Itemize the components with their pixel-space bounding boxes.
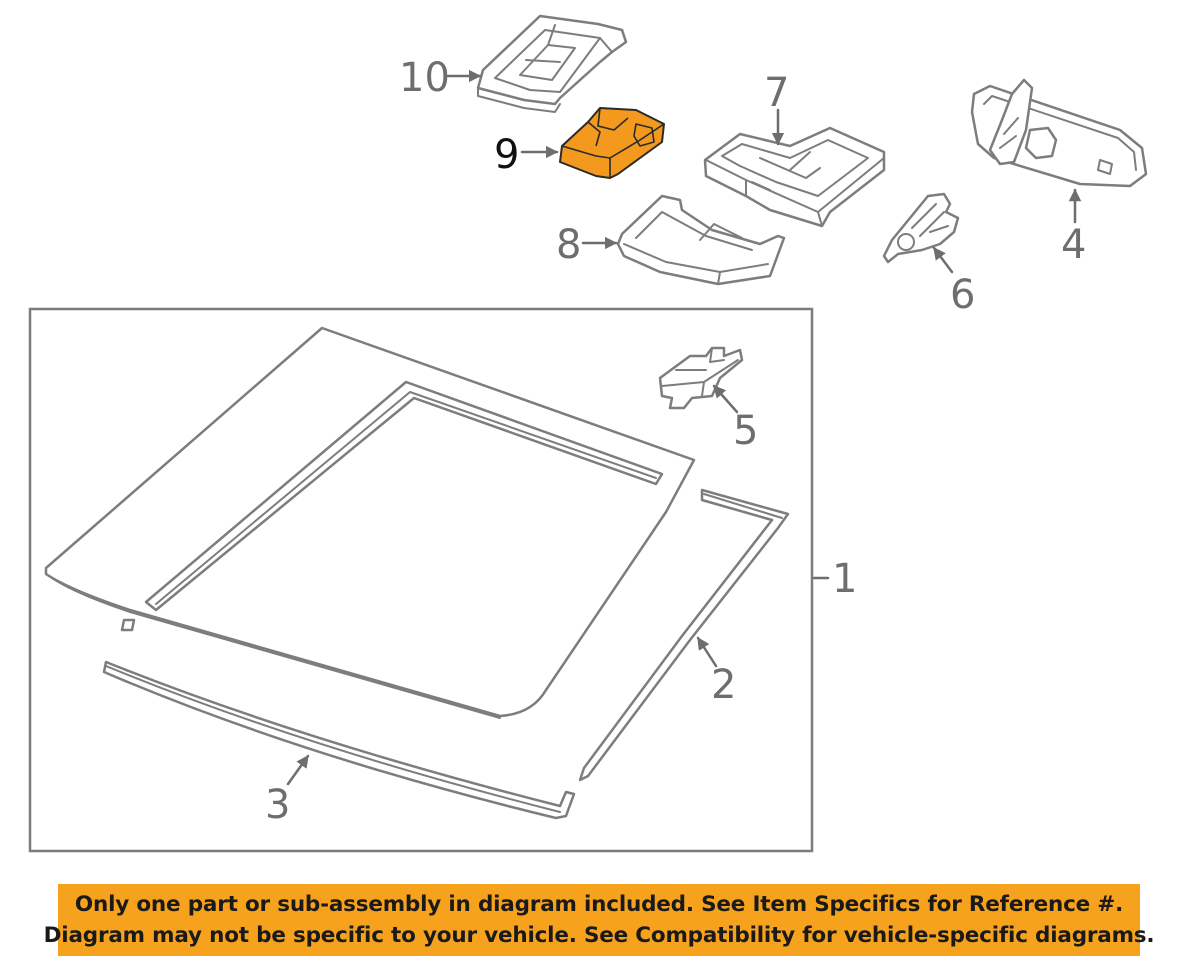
leader-5 bbox=[712, 384, 739, 414]
disclaimer-line-2: Diagram may not be specific to your vehi… bbox=[43, 923, 1155, 948]
callout-10: 10 bbox=[399, 55, 450, 101]
part-2-side-molding bbox=[578, 488, 790, 782]
callout-labels: 10 9 7 8 6 4 5 1 2 3 bbox=[265, 55, 1086, 828]
callout-3: 3 bbox=[265, 782, 290, 828]
part-1-windshield bbox=[44, 326, 696, 719]
disclaimer-banner: Only one part or sub-assembly in diagram… bbox=[44, 884, 1155, 956]
callout-2: 2 bbox=[711, 662, 736, 708]
callout-1: 1 bbox=[832, 556, 857, 602]
disclaimer-line-1: Only one part or sub-assembly in diagram… bbox=[74, 892, 1124, 917]
callout-4: 4 bbox=[1061, 222, 1086, 268]
leader-2 bbox=[696, 636, 718, 668]
assembly-box bbox=[28, 307, 814, 853]
leader-3 bbox=[286, 754, 310, 786]
callout-9: 9 bbox=[494, 132, 519, 178]
part-3-lower-molding bbox=[102, 660, 576, 820]
part-6-sensor bbox=[882, 192, 960, 264]
callout-5: 5 bbox=[733, 408, 758, 454]
callout-6: 6 bbox=[950, 272, 975, 318]
part-9-cover-highlighted bbox=[559, 107, 665, 179]
callout-7: 7 bbox=[764, 70, 789, 116]
part-7-housing bbox=[703, 126, 886, 228]
part-5-clip bbox=[658, 346, 744, 410]
part-8-trim bbox=[616, 194, 786, 286]
leader-6 bbox=[932, 246, 954, 274]
leader-lines bbox=[286, 69, 1082, 786]
part-10-bracket bbox=[476, 14, 628, 113]
callout-8: 8 bbox=[556, 222, 581, 268]
part-4-mirror bbox=[970, 78, 1148, 188]
